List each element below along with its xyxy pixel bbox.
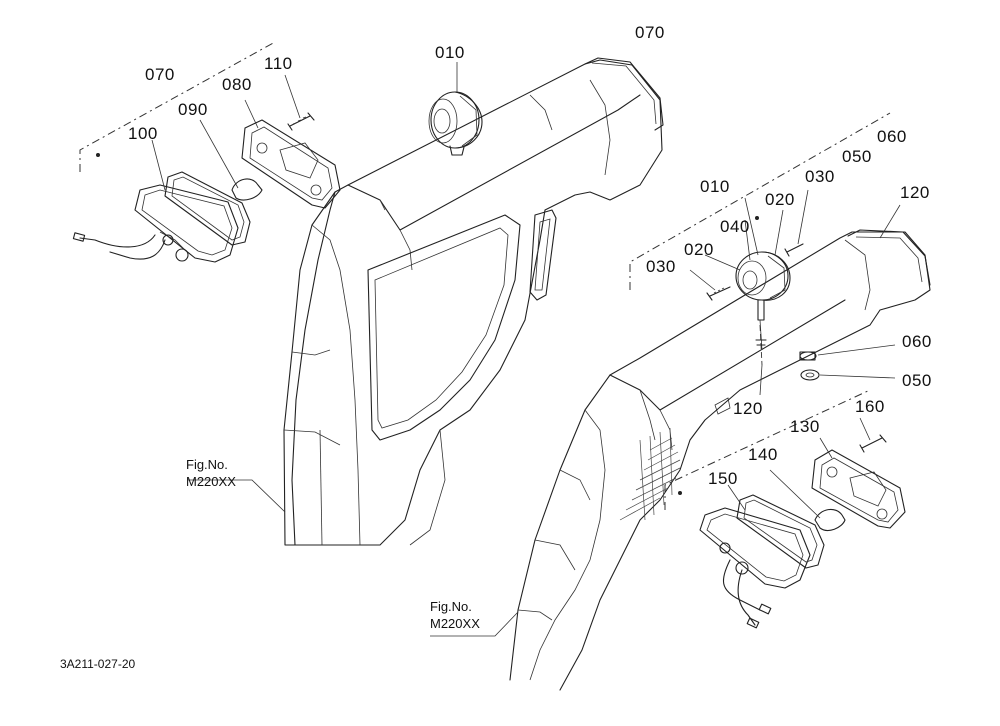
left-upper-lamp-housing	[584, 57, 664, 131]
label-120-mid: 120	[733, 399, 763, 418]
label-030-left: 030	[646, 257, 676, 276]
fig-ref-left: Fig.No. M220XX	[186, 457, 286, 513]
label-020-mid: 020	[684, 240, 714, 259]
label-010-top: 010	[435, 43, 465, 62]
fig-ref-right: Fig.No. M220XX	[430, 599, 519, 637]
beacon-lamp-right	[629, 112, 901, 396]
label-060-mid: 060	[902, 332, 932, 351]
part-labels: 070 110 080 090 100 010 070 060 050 010 …	[128, 23, 932, 488]
label-070-top: 070	[635, 23, 665, 42]
label-110: 110	[264, 54, 293, 73]
label-010-right: 010	[700, 177, 730, 196]
label-100: 100	[128, 124, 158, 143]
right-upper-lamp-housing	[847, 229, 931, 286]
left-lamp-assembly	[72, 41, 341, 263]
label-090: 090	[178, 100, 208, 119]
beacon-lamp-top	[428, 62, 483, 156]
label-030-top: 030	[805, 167, 835, 186]
drawing-code: 3A211-027-20	[60, 657, 135, 671]
label-150: 150	[708, 469, 738, 488]
fig-ref-left-line1: Fig.No.	[186, 457, 228, 472]
bulb-icon-right	[814, 508, 846, 531]
label-140: 140	[748, 445, 778, 464]
label-020-top: 020	[765, 190, 795, 209]
label-050-top: 050	[842, 147, 872, 166]
fig-ref-right-line1: Fig.No.	[430, 599, 472, 614]
bulb-icon	[231, 178, 263, 201]
right-lamp-assembly	[664, 389, 906, 629]
label-160: 160	[855, 397, 885, 416]
label-050-mid: 050	[902, 371, 932, 390]
label-080: 080	[222, 75, 252, 94]
reference-dot	[96, 153, 100, 157]
label-040: 040	[720, 217, 750, 236]
label-130: 130	[790, 417, 820, 436]
fig-ref-left-line2: M220XX	[186, 474, 236, 489]
fig-ref-right-line2: M220XX	[430, 616, 480, 631]
right-fender-body	[509, 231, 931, 691]
label-070-left: 070	[145, 65, 175, 84]
label-120-top: 120	[900, 183, 930, 202]
left-fender-body	[283, 59, 663, 546]
label-060-top: 060	[877, 127, 907, 146]
